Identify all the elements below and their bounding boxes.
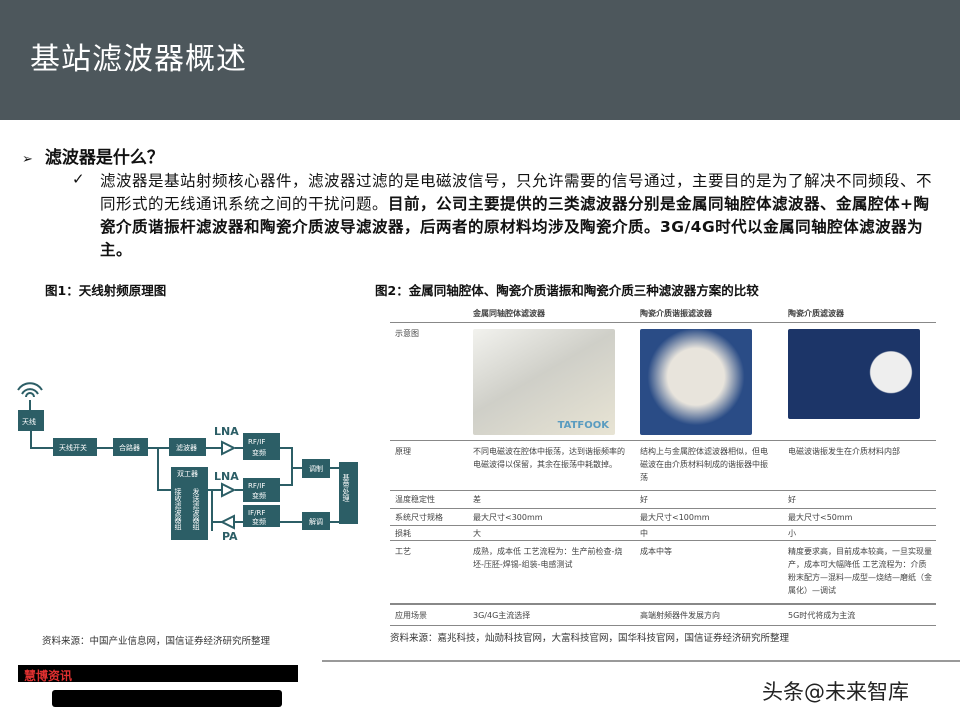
figure1-source: 资料来源：中国产业信息网，国信证券经济研究所整理 bbox=[42, 636, 271, 647]
row-label: 示意图 bbox=[395, 329, 419, 338]
row-label: 应用场景 bbox=[395, 611, 427, 620]
block-mod bbox=[302, 459, 330, 478]
table-row: 工艺 成熟，成本低 工艺流程为：生产前检查-烧坯-压胚-焊锡-组装-电感测试 成… bbox=[390, 541, 936, 604]
label-lna2: LNA bbox=[214, 470, 239, 483]
label-combiner: 合路器 bbox=[119, 443, 140, 452]
block-switch bbox=[53, 438, 97, 456]
cell: 最大尺寸<50mm bbox=[788, 513, 853, 522]
block-rfif1 bbox=[243, 433, 280, 460]
table-row: 温度稳定性 差 好 好 bbox=[390, 491, 936, 509]
redacted-bar: 慧博资讯 bbox=[18, 665, 298, 683]
row-label: 工艺 bbox=[395, 547, 411, 556]
cell: 不同电磁波在腔体中振荡，达到谐振频率的电磁波得以保留，其余在振荡中耗散掉。 bbox=[473, 447, 625, 469]
label-switch: 天线开关 bbox=[59, 443, 87, 452]
arrow-bullet-icon: ➢ bbox=[22, 152, 33, 167]
figure2-source: 资料来源：嘉兆科技，灿勋科技官网，大富科技官网，国华科技官网，国信证券经济研究所… bbox=[390, 633, 790, 644]
block-demod bbox=[302, 512, 330, 530]
row-label: 损耗 bbox=[395, 529, 411, 538]
cell: 高端射频器件发展方向 bbox=[640, 611, 720, 620]
cell: 差 bbox=[473, 495, 481, 504]
watermark: 头条@未来智库 bbox=[762, 680, 909, 704]
cell: 5G时代将成为主流 bbox=[788, 611, 856, 620]
checkmark-icon: ✓ bbox=[72, 170, 85, 188]
label-mod: 调制 bbox=[309, 464, 323, 473]
antenna-icon bbox=[17, 382, 43, 410]
figure2-caption: 图2：金属同轴腔体、陶瓷介质谐振和陶瓷介质三种滤波器方案的比较 bbox=[375, 283, 759, 298]
tatfook-logo: TATFOOK bbox=[557, 420, 609, 431]
label-conv3: 变频 bbox=[252, 517, 266, 526]
col-header: 陶瓷介质滤波器 bbox=[788, 309, 844, 318]
description-paragraph: 滤波器是基站射频核心器件，滤波器过滤的是电磁波信号，只允许需要的信号通过，主要目… bbox=[100, 170, 938, 262]
cell: 精度要求高，目前成本较高，一旦实现量产，成本可大幅降低 工艺流程为：介质粉末配方… bbox=[788, 547, 932, 595]
cell: 结构上与金属腔体滤波器相似，但电磁波在由介质材料制成的谐振器中振荡 bbox=[640, 447, 768, 482]
paragraph-bold: 目前，公司主要提供的三类滤波器分别是金属同轴腔体滤波器、金属腔体+陶瓷介质谐振杆… bbox=[100, 195, 930, 259]
block-ifrf bbox=[243, 505, 280, 527]
label-antenna: 天线 bbox=[22, 417, 36, 426]
table-row: 示意图 TATFOOK bbox=[390, 323, 936, 441]
label-rx: 接收滤波器组 bbox=[174, 487, 182, 530]
figure1-caption: 图1：天线射频原理图 bbox=[45, 283, 167, 298]
cell: 好 bbox=[640, 495, 648, 504]
ceramic-filter-image bbox=[788, 329, 920, 419]
row-label: 系统尺寸规格 bbox=[395, 513, 443, 522]
header-bar: 基站滤波器概述 bbox=[0, 0, 960, 120]
table-row: 损耗 大 中 小 bbox=[390, 526, 936, 541]
table-row: 系统尺寸规格 最大尺寸<300mm 最大尺寸<100mm 最大尺寸<50mm bbox=[390, 509, 936, 526]
cell: 中 bbox=[640, 529, 648, 538]
rf-diagram: 天线 天线开关 合路器 滤波器 RF/IF 变频 RF/IF 变频 IF/RF … bbox=[17, 382, 358, 543]
label-rfif1: RF/IF bbox=[248, 438, 265, 446]
pa-amplifier-icon bbox=[219, 514, 235, 530]
cell: 小 bbox=[788, 529, 796, 538]
cell: 电磁波谐振发生在介质材料内部 bbox=[788, 447, 900, 456]
redacted-bar-2 bbox=[52, 690, 282, 707]
cell: 成熟，成本低 工艺流程为：生产前检查-烧坯-压胚-焊锡-组装-电感测试 bbox=[473, 547, 623, 569]
block-rfif2 bbox=[243, 478, 280, 502]
paragraph-normal: 滤波器是基站射频核心器件，滤波器过滤的是电磁波信号，只允许需要的信号通过，主要目… bbox=[100, 172, 933, 213]
label-ifrf: IF/RF bbox=[248, 509, 265, 517]
cell: 好 bbox=[788, 495, 796, 504]
lna1-amplifier-icon bbox=[221, 440, 237, 456]
page-title: 基站滤波器概述 bbox=[30, 42, 247, 77]
label-filter: 滤波器 bbox=[176, 443, 197, 452]
cell: 成本中等 bbox=[640, 547, 672, 556]
col-header: 金属同轴腔体滤波器 bbox=[473, 309, 545, 318]
coaxial-filter-image: TATFOOK bbox=[473, 329, 615, 435]
table-row: 应用场景 3G/4G主流选择 高端射频器件发展方向 5G时代将成为主流 bbox=[390, 604, 936, 626]
footer-divider bbox=[322, 660, 960, 662]
redacted-label: 慧博资讯 bbox=[24, 669, 73, 683]
table-row: 原理 不同电磁波在腔体中振荡，达到谐振频率的电磁波得以保留，其余在振荡中耗散掉。… bbox=[390, 441, 936, 491]
block-combiner bbox=[113, 438, 148, 456]
label-tx: 发送滤波器组 bbox=[192, 487, 200, 530]
table-header-row: 金属同轴腔体滤波器 陶瓷介质谐振滤波器 陶瓷介质滤波器 bbox=[390, 302, 936, 323]
label-rfif2: RF/IF bbox=[248, 482, 265, 490]
question-text: 滤波器是什么？ bbox=[44, 148, 164, 168]
label-baseband: 基带处理 bbox=[342, 473, 350, 502]
block-antenna bbox=[18, 410, 44, 431]
row-label: 原理 bbox=[395, 447, 411, 456]
label-lna1: LNA bbox=[214, 425, 239, 438]
cell: 最大尺寸<100mm bbox=[640, 513, 710, 522]
ceramic-resonator-filter-image bbox=[640, 329, 752, 435]
block-filter bbox=[169, 438, 206, 456]
col-header: 陶瓷介质谐振滤波器 bbox=[640, 309, 712, 318]
label-conv2: 变频 bbox=[252, 491, 266, 500]
label-pa: PA bbox=[222, 530, 238, 543]
label-demod: 解调 bbox=[309, 517, 323, 526]
cell: 大 bbox=[473, 529, 481, 538]
cell: 最大尺寸<300mm bbox=[473, 513, 543, 522]
row-label: 温度稳定性 bbox=[395, 495, 435, 504]
block-duplexer bbox=[171, 467, 208, 540]
block-baseband bbox=[339, 462, 358, 524]
label-conv1: 变频 bbox=[252, 448, 266, 457]
section-question: ➢ 滤波器是什么？ bbox=[22, 143, 164, 168]
cell: 3G/4G主流选择 bbox=[473, 611, 531, 620]
lna2-amplifier-icon bbox=[221, 482, 237, 498]
label-duplexer: 双工器 bbox=[177, 470, 198, 478]
